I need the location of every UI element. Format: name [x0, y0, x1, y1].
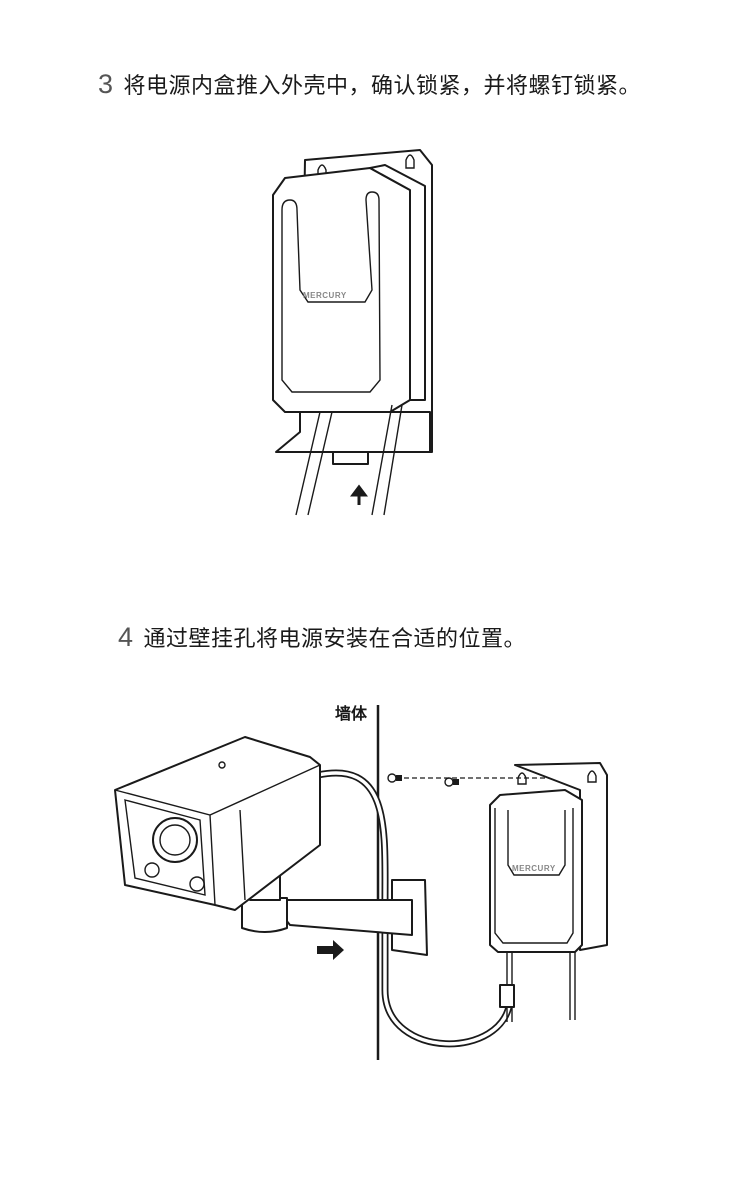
step-text: 将电源内盒推入外壳中，确认锁紧，并将螺钉锁紧。: [123, 74, 642, 99]
cable-connector: [499, 984, 515, 1008]
mount-arm: [269, 899, 413, 936]
wall-label: 墙体: [335, 704, 368, 723]
step-4-instruction: 4 通过壁挂孔将电源安装在合适的位置。: [118, 621, 526, 653]
screw-icon: [387, 773, 402, 783]
brand-logo: MERCURY: [512, 864, 556, 873]
front-panel: [281, 191, 381, 393]
screw-icon: [444, 777, 459, 787]
arrow-right-icon: [317, 940, 344, 960]
camera-body: [114, 736, 321, 911]
step-text: 通过壁挂孔将电源安装在合适的位置。: [143, 627, 527, 652]
brand-logo: MERCURY: [303, 291, 347, 300]
step-3-instruction: 3 将电源内盒推入外壳中，确认锁紧，并将螺钉锁紧。: [98, 68, 641, 100]
mounting-plate: [514, 762, 608, 951]
arrow-up-icon: [350, 484, 368, 505]
step-number: 3: [98, 69, 114, 99]
cables: [295, 404, 403, 516]
step-number: 4: [118, 622, 134, 652]
